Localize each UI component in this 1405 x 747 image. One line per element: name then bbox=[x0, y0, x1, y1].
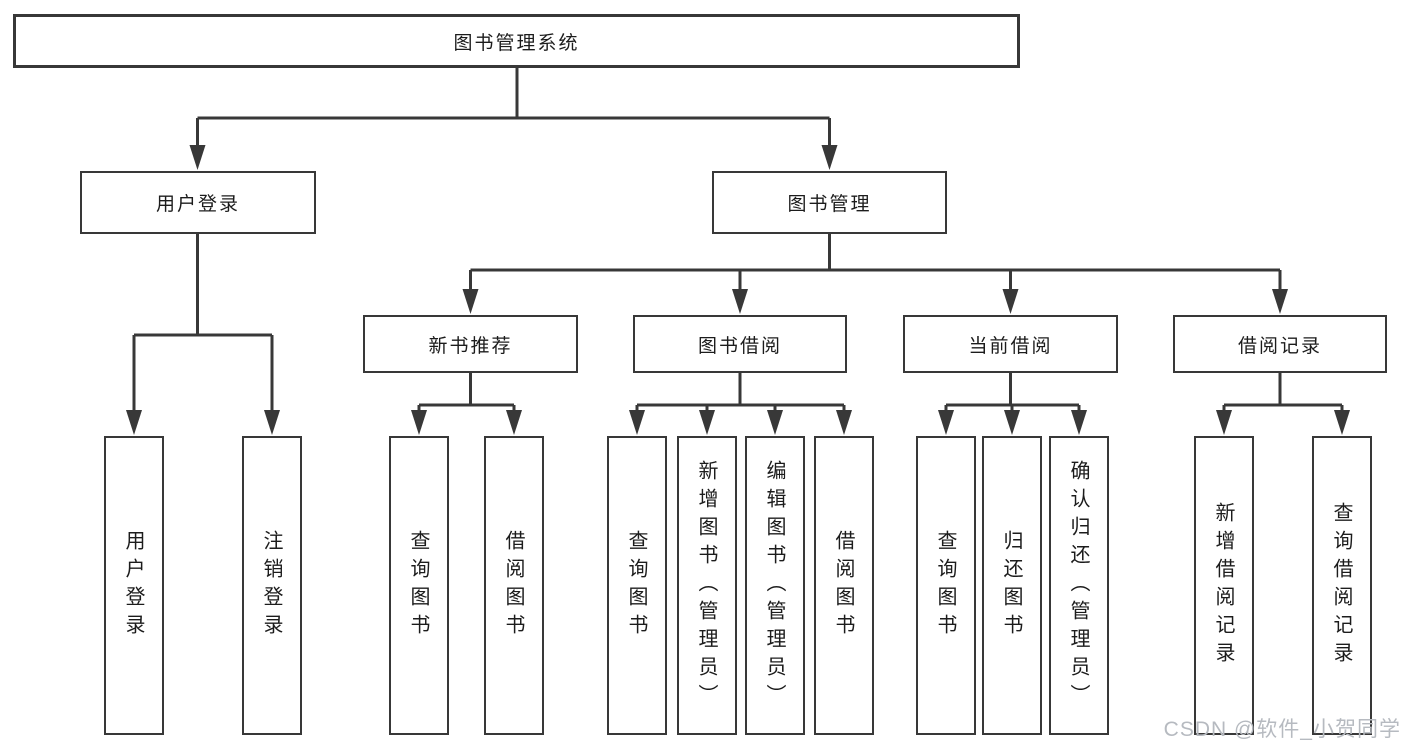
node-user-login-leaf: 用户登录 bbox=[104, 436, 164, 735]
node-bb-query-books: 查询图书 bbox=[607, 436, 667, 735]
node-nb-query-books: 查询图书 bbox=[389, 436, 449, 735]
node-library-system: 图书管理系统 bbox=[13, 14, 1020, 68]
node-cb-confirm-return-admin: 确认归还（管理员） bbox=[1049, 436, 1109, 735]
node-bb-borrow-books: 借阅图书 bbox=[814, 436, 874, 735]
node-user-login: 用户登录 bbox=[80, 171, 316, 234]
node-book-borrowing: 图书借阅 bbox=[633, 315, 847, 373]
node-logout-leaf: 注销登录 bbox=[242, 436, 302, 735]
node-borrowing-records: 借阅记录 bbox=[1173, 315, 1387, 373]
node-current-borrowing: 当前借阅 bbox=[903, 315, 1118, 373]
node-cb-return-books: 归还图书 bbox=[982, 436, 1042, 735]
node-br-add-record: 新增借阅记录 bbox=[1194, 436, 1254, 735]
node-br-query-record: 查询借阅记录 bbox=[1312, 436, 1372, 735]
node-new-book-recommend: 新书推荐 bbox=[363, 315, 578, 373]
node-book-management: 图书管理 bbox=[712, 171, 947, 234]
node-bb-edit-books-admin: 编辑图书（管理员） bbox=[745, 436, 805, 735]
node-nb-borrow-books: 借阅图书 bbox=[484, 436, 544, 735]
node-bb-add-books-admin: 新增图书（管理员） bbox=[677, 436, 737, 735]
csdn-watermark: CSDN @软件_小贺同学 bbox=[1163, 718, 1401, 741]
node-cb-query-books: 查询图书 bbox=[916, 436, 976, 735]
